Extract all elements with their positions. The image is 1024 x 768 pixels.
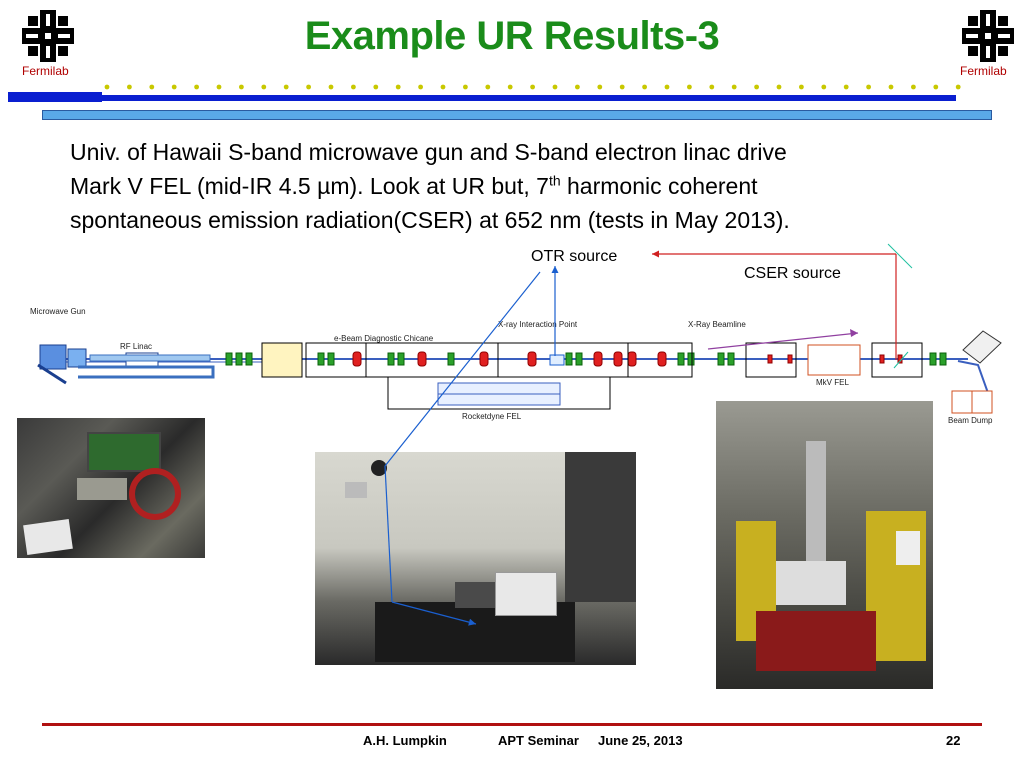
header-bar-left — [8, 92, 102, 102]
description-line-2: Mark V FEL (mid-IR 4.5 µm). Look at UR b… — [70, 172, 758, 199]
divider-dot — [440, 84, 446, 90]
xray-ip-label: X-ray Interaction Point — [498, 320, 578, 329]
divider-dot — [664, 84, 670, 90]
divider-dot — [351, 84, 356, 90]
divider-dot — [754, 84, 759, 90]
footer-page-number: 22 — [946, 733, 961, 748]
chicane-label: e-Beam Diagnostic Chicane — [334, 334, 434, 343]
divider-dot — [619, 84, 625, 90]
fermilab-logo-left-icon — [22, 10, 74, 62]
divider-dot — [216, 84, 222, 90]
divider-dot — [799, 84, 804, 90]
divider-dot — [328, 84, 334, 90]
divider-dot — [575, 84, 580, 90]
divider-dot — [149, 84, 155, 90]
xray-beamline-label: X-Ray Beamline — [688, 320, 746, 329]
divider-dot — [485, 84, 491, 90]
mkv-fel-label: MkV FEL — [816, 378, 849, 387]
divider-dot — [261, 84, 267, 90]
divider-dot — [821, 84, 827, 90]
divider-dot — [463, 84, 468, 90]
divider-dot — [395, 84, 401, 90]
slide-title: Example UR Results-3 — [304, 14, 720, 58]
photo-cser-station — [716, 401, 933, 689]
fermilab-logo-right-icon — [962, 10, 1014, 62]
footer-seminar: APT Seminar — [498, 733, 579, 748]
fermilab-label-left: Fermilab — [22, 64, 69, 78]
footer-divider — [42, 723, 982, 726]
divider-dot — [418, 84, 423, 90]
divider-dot — [552, 84, 558, 90]
divider-dot — [731, 84, 737, 90]
divider-dot — [709, 84, 715, 90]
footer-date: June 25, 2013 — [598, 733, 683, 748]
divider-dot — [194, 84, 199, 90]
divider-dot — [933, 84, 939, 90]
divider-dot — [507, 84, 513, 90]
fermilab-label-right: Fermilab — [960, 64, 1007, 78]
beam-dump-label: Beam Dump — [948, 416, 993, 425]
footer-author: A.H. Lumpkin — [363, 733, 447, 748]
description-line-3: spontaneous emission radiation(CSER) at … — [70, 207, 790, 233]
divider-dot — [127, 84, 132, 90]
divider-dot — [776, 84, 782, 90]
divider-dot — [239, 84, 244, 90]
divider-dot — [843, 84, 849, 90]
cser-source-label: CSER source — [744, 265, 841, 282]
divider-dot — [888, 84, 894, 90]
divider-dot — [530, 84, 535, 90]
photo-gun-area — [17, 418, 205, 558]
dotted-divider — [104, 84, 961, 90]
photo-otr-station — [315, 452, 636, 665]
divider-dot — [373, 84, 379, 90]
divider-dot — [104, 84, 110, 90]
otr-source-label: OTR source — [531, 248, 618, 265]
header-bar-main — [102, 95, 956, 101]
rocketdyne-fel-label: Rocketdyne FEL — [462, 412, 522, 421]
divider-dot — [687, 84, 692, 90]
divider-dot — [306, 84, 311, 90]
description-text: Univ. of Hawaii S-band microwave gun and… — [70, 135, 990, 237]
rf-linac-label: RF Linac — [120, 342, 152, 351]
divider-dot — [866, 84, 871, 90]
divider-dot — [955, 84, 961, 90]
description-line-1: Univ. of Hawaii S-band microwave gun and… — [70, 139, 787, 165]
divider-dot — [597, 84, 603, 90]
divider-dot — [911, 84, 916, 90]
header-bar-secondary — [42, 110, 992, 120]
divider-dot — [171, 84, 177, 90]
divider-dot — [283, 84, 289, 90]
beamline-diagram: MkV FEL Rocketdyne FEL Microwave Gun RF … — [18, 305, 1022, 425]
divider-dot — [642, 84, 647, 90]
microwave-gun-label: Microwave Gun — [30, 307, 86, 316]
